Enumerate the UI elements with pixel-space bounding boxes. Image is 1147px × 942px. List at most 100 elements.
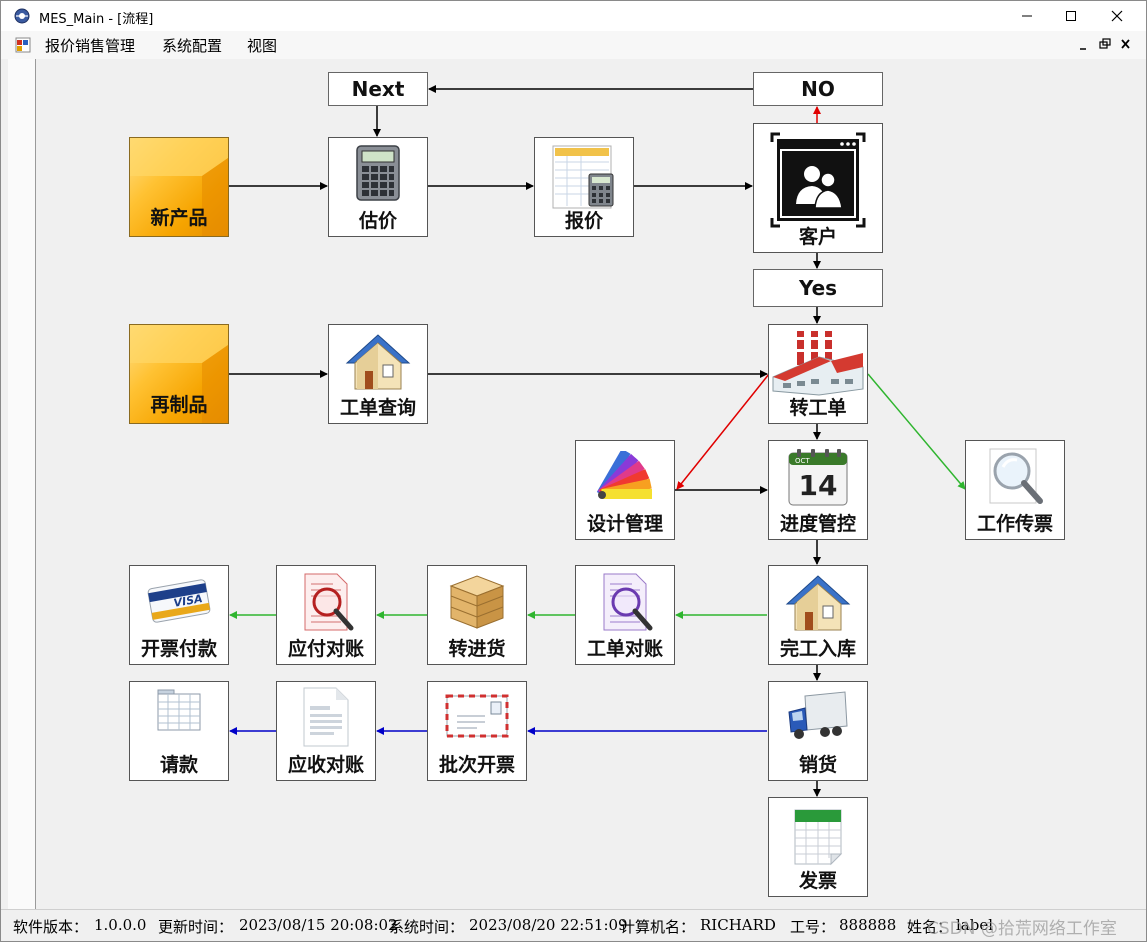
csdn-watermark: CSDN @拾荒网络工作室	[927, 919, 1117, 939]
node-design-management[interactable]: 设计管理	[575, 440, 675, 540]
node-label: 新产品	[150, 207, 208, 229]
form-document-icon	[303, 687, 349, 747]
red-document-search-icon	[304, 573, 354, 631]
green-calendar-icon	[794, 809, 843, 866]
node-finished-storage[interactable]: 完工入库	[768, 565, 868, 665]
menu-system-config[interactable]: 系统配置	[162, 37, 223, 55]
decision-no[interactable]: NO	[753, 72, 883, 106]
mdi-child-icon[interactable]	[15, 37, 31, 53]
left-dock-panel	[8, 59, 36, 909]
color-swatch-icon	[596, 451, 652, 499]
node-quote[interactable]: 报价	[534, 137, 634, 237]
node-label: 转进货	[448, 638, 506, 660]
node-payable-reconcile[interactable]: 应付对账	[276, 565, 376, 665]
node-invoice-payment[interactable]: VISA 开票付款	[129, 565, 229, 665]
node-label: 进度管控	[779, 513, 856, 535]
box-icon	[130, 325, 228, 423]
status-updated: 2023/08/15 20:08:02	[239, 916, 398, 934]
decision-yes[interactable]: Yes	[753, 269, 883, 307]
status-systime-label: 系统时间：	[389, 918, 465, 936]
status-empno-label: 工号：	[790, 918, 836, 936]
node-label: 完工入库	[779, 638, 856, 660]
spreadsheet-calculator-icon	[552, 145, 614, 209]
close-button[interactable]	[1094, 1, 1140, 31]
node-new-product[interactable]: 新产品	[129, 137, 229, 237]
node-label: 估价	[358, 210, 397, 232]
node-label: 销货	[798, 754, 837, 776]
table-grid-icon	[157, 689, 201, 731]
customer-window-icon	[770, 132, 866, 228]
node-label: 工单查询	[339, 397, 416, 419]
node-progress-control[interactable]: OCT 14 进度管控	[768, 440, 868, 540]
status-version: 1.0.0.0	[94, 916, 147, 934]
title-bar[interactable]: MES_Main - [流程]	[1, 1, 1146, 31]
maximize-button[interactable]	[1048, 1, 1094, 31]
node-label: 应付对账	[287, 638, 364, 660]
node-label: 设计管理	[586, 513, 663, 535]
node-customer[interactable]: 客户	[753, 123, 883, 253]
node-estimate[interactable]: 估价	[328, 137, 428, 237]
app-gear-icon	[14, 8, 30, 24]
delivery-truck-icon	[788, 691, 848, 739]
arrow-convert-to-design	[676, 373, 770, 490]
node-label: 发票	[798, 870, 837, 892]
menu-view[interactable]: 视图	[247, 37, 278, 55]
node-label: 转工单	[789, 397, 847, 419]
house-icon	[345, 334, 411, 390]
minimize-button[interactable]	[1004, 1, 1050, 31]
svg-text:14: 14	[799, 469, 838, 502]
node-label: 工单对账	[586, 638, 663, 660]
node-work-ticket[interactable]: 工作传票	[965, 440, 1065, 540]
status-name-value: label	[956, 916, 994, 934]
minimize-icon	[1022, 15, 1032, 17]
node-remake-product[interactable]: 再制品	[129, 324, 229, 424]
node-transfer-purchase[interactable]: 转进货	[427, 565, 527, 665]
calculator-icon	[356, 145, 400, 201]
node-sales[interactable]: 销货	[768, 681, 868, 781]
status-empno: 888888	[839, 916, 897, 934]
node-label: 请款	[159, 754, 198, 776]
maximize-icon	[1066, 11, 1076, 21]
node-label: 开票付款	[140, 638, 217, 660]
node-label: 批次开票	[438, 754, 515, 776]
factory-icon	[772, 331, 864, 396]
box-icon	[130, 138, 228, 236]
wooden-crate-icon	[449, 575, 505, 629]
node-work-order-reconcile[interactable]: 工单对账	[575, 565, 675, 665]
menu-quote-sales[interactable]: 报价销售管理	[45, 37, 136, 55]
status-computer-label: 计算机名：	[620, 918, 696, 936]
node-label: 报价	[564, 210, 603, 232]
arrow-convert-to-workticket	[867, 373, 966, 490]
status-version-label: 软件版本：	[13, 918, 89, 936]
status-bar: 软件版本： 1.0.0.0 更新时间： 2023/08/15 20:08:02 …	[1, 909, 1146, 941]
close-icon	[1111, 10, 1123, 22]
node-receivable-reconcile[interactable]: 应收对账	[276, 681, 376, 781]
status-updated-label: 更新时间：	[158, 918, 234, 936]
node-label: 工作传票	[976, 513, 1053, 535]
flow-connectors	[229, 85, 966, 797]
house-icon	[785, 575, 851, 631]
status-systime: 2023/08/20 22:51:09	[469, 916, 628, 934]
svg-text:VISA: VISA	[173, 592, 204, 610]
menu-bar: 报价销售管理 系统配置 视图	[1, 31, 1146, 59]
decision-next[interactable]: Next	[328, 72, 428, 106]
node-invoice[interactable]: 发票	[768, 797, 868, 897]
calendar-14-icon: OCT 14	[788, 449, 848, 506]
magnifier-document-icon	[989, 448, 1043, 504]
node-label: 客户	[798, 226, 837, 248]
svg-text:OCT: OCT	[795, 457, 810, 465]
node-label: 再制品	[150, 394, 208, 416]
node-convert-work-order[interactable]: 转工单	[768, 324, 868, 424]
node-payment-request[interactable]: 请款	[129, 681, 229, 781]
mdi-window-controls[interactable]	[1076, 37, 1136, 53]
credit-card-icon: VISA	[147, 579, 211, 623]
status-name-label: 姓名：	[907, 918, 953, 936]
airmail-envelope-icon	[445, 694, 509, 738]
window-title: MES_Main - [流程]	[39, 12, 154, 27]
node-work-order-query[interactable]: 工单查询	[328, 324, 428, 424]
node-label: 应收对账	[287, 754, 364, 776]
node-batch-invoice[interactable]: 批次开票	[427, 681, 527, 781]
purple-document-search-icon	[603, 573, 653, 631]
status-computer: RICHARD	[700, 916, 776, 934]
